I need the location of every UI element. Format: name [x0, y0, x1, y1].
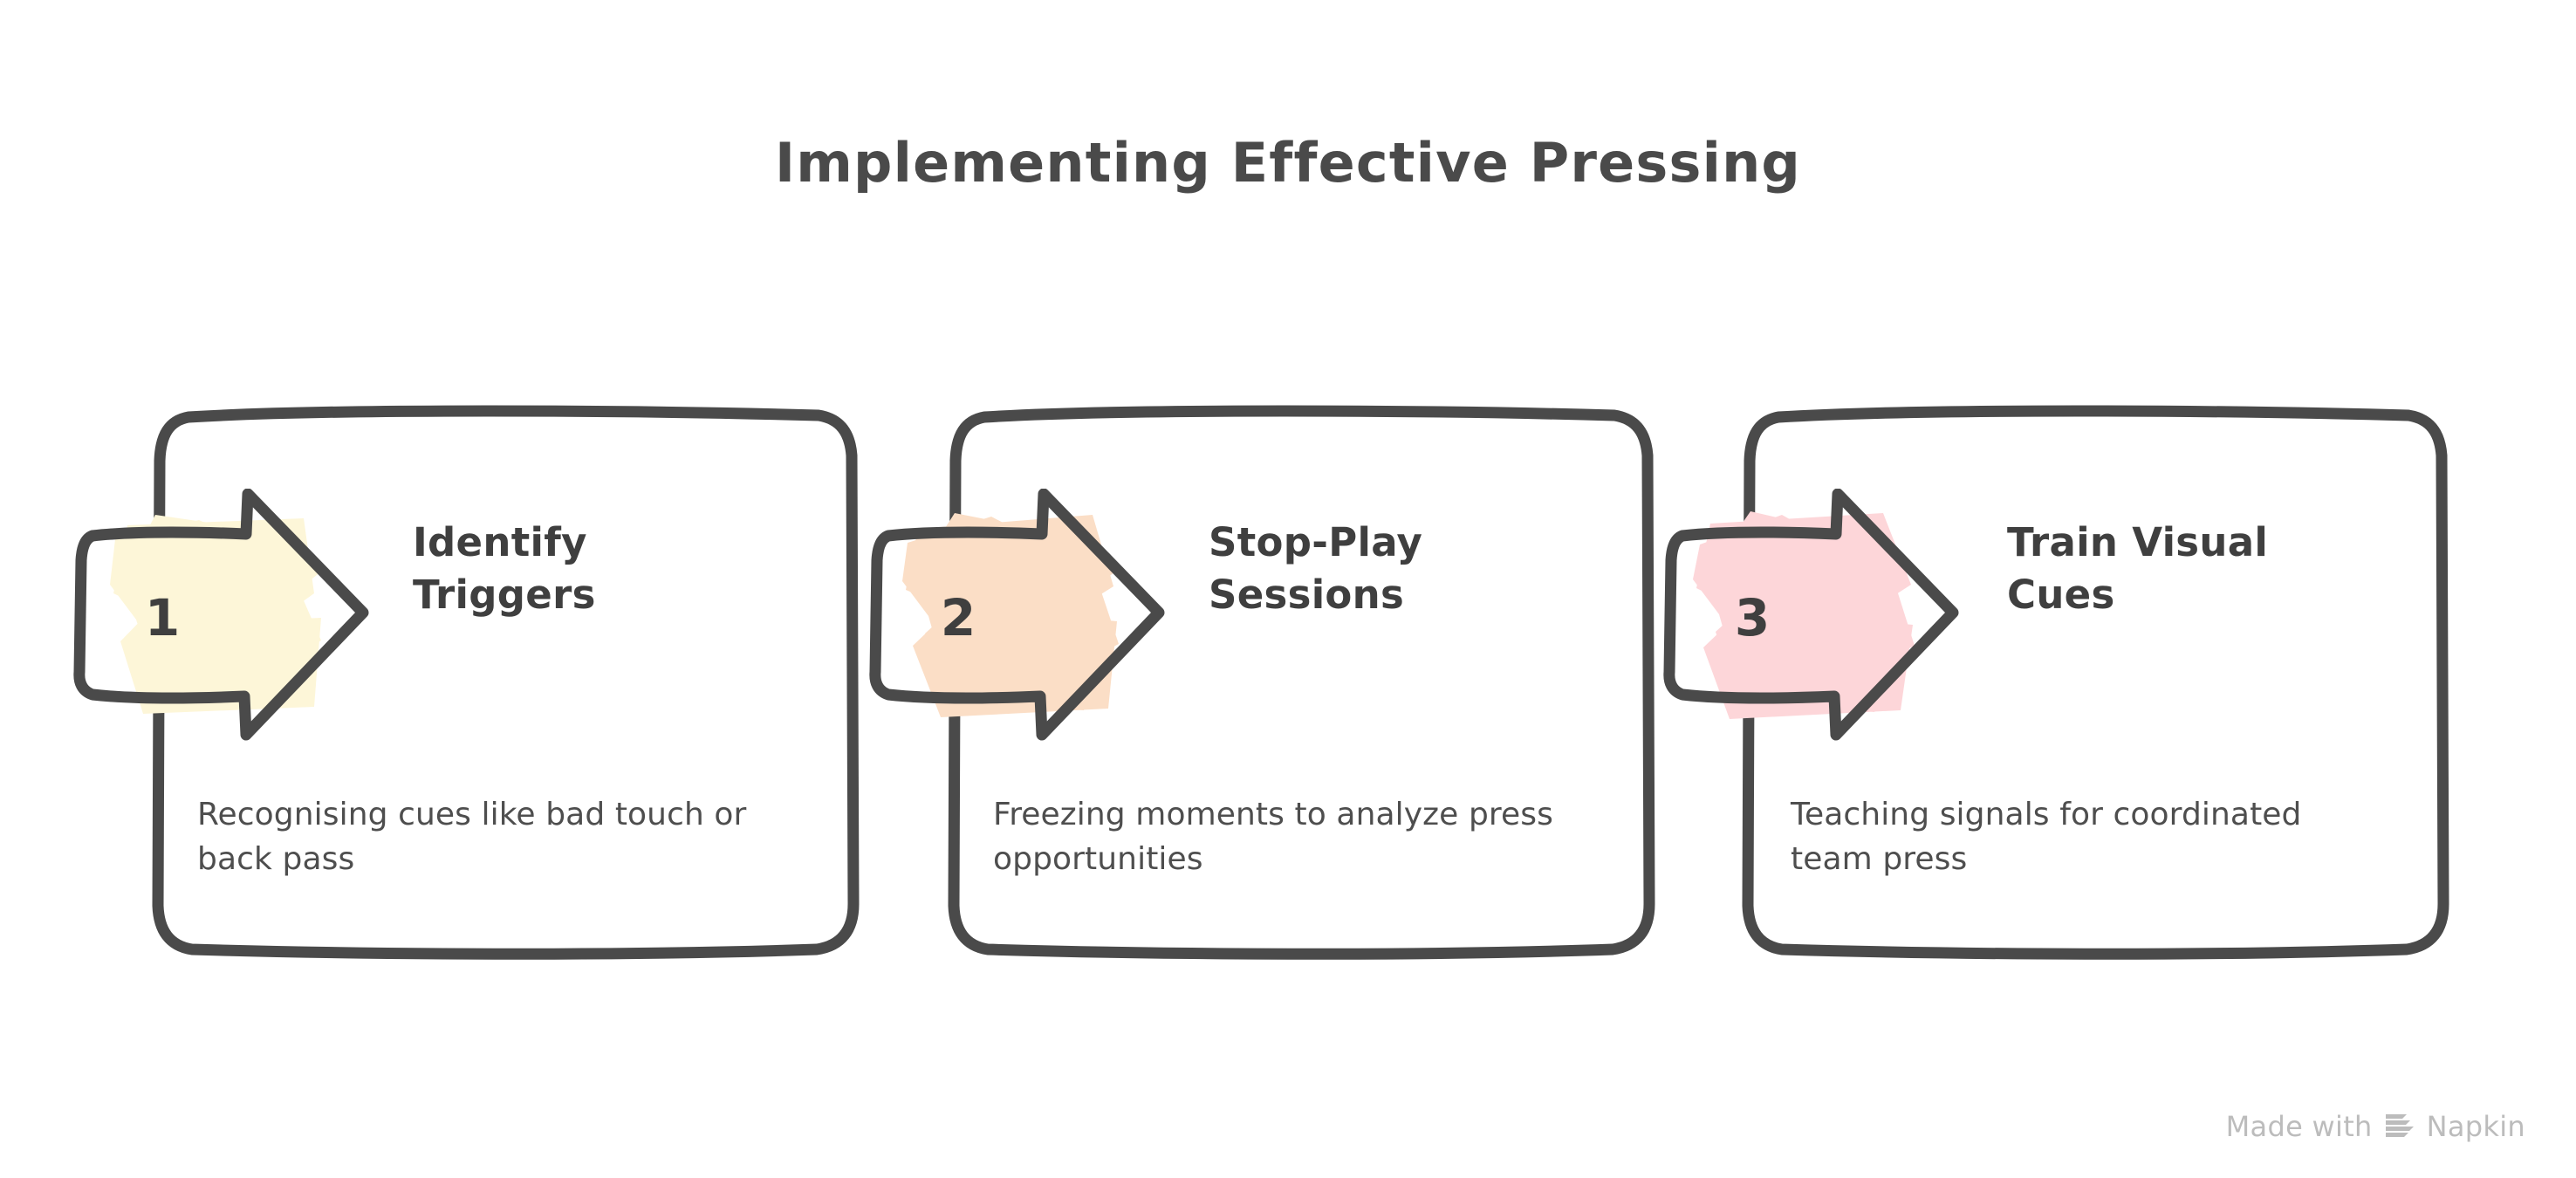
napkin-watermark[interactable]: Made with Napkin [2226, 1110, 2525, 1143]
watermark-brand: Napkin [2426, 1110, 2525, 1143]
marker-highlight-3 [1693, 511, 1915, 719]
step-number-3: 3 [1735, 588, 1770, 647]
marker-highlight-1 [110, 515, 321, 714]
card-title-2: Stop-Play Sessions [1209, 517, 1619, 621]
napkin-logo-icon [2385, 1114, 2414, 1137]
step-card-1[interactable]: 1 Identify Triggers Recognising cues lik… [73, 384, 864, 977]
page-title: Implementing Effective Pressing [774, 131, 1802, 195]
step-arrow-1: 1 [73, 489, 369, 741]
step-number-1: 1 [145, 588, 180, 647]
steps-row: 1 Identify Triggers Recognising cues lik… [0, 384, 2576, 1012]
card-description-2: Freezing moments to analyze press opport… [993, 797, 1553, 878]
card-title-line-2: Triggers [413, 571, 596, 618]
step-number-2: 2 [941, 588, 976, 647]
card-description-3: Teaching signals for coordinated team pr… [1791, 797, 2302, 878]
watermark-prefix: Made with [2225, 1110, 2373, 1143]
step-card-2[interactable]: 2 Stop-Play Sessions Freezing moments to… [869, 384, 1660, 977]
card-description-1: Recognising cues like bad touch or back … [197, 797, 747, 878]
card-title-3: Train Visual Cues [2007, 517, 2417, 621]
card-title-line-1: Stop-Play [1209, 519, 1423, 565]
step-arrow-2: 2 [869, 489, 1165, 741]
card-title-line-1: Train Visual [2007, 519, 2269, 565]
marker-highlight-2 [902, 513, 1119, 717]
step-card-3[interactable]: 3 Train Visual Cues Teaching signals for… [1663, 384, 2454, 977]
step-arrow-3: 3 [1663, 489, 1959, 741]
card-title-line-1: Identify [413, 519, 587, 565]
card-title-line-2: Cues [2007, 571, 2115, 618]
card-title-1: Identify Triggers [413, 517, 823, 621]
card-title-line-2: Sessions [1209, 571, 1405, 618]
